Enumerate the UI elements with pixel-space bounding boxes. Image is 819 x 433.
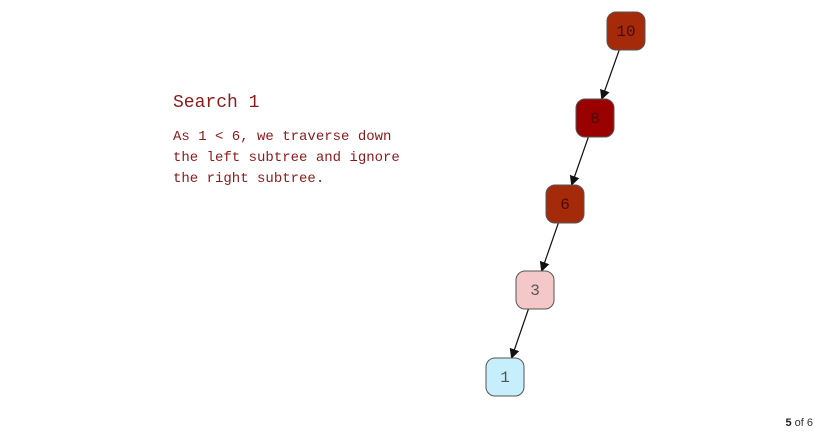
description-line: As 1 < 6, we traverse down (173, 129, 392, 145)
tree-node-8: 8 (575, 98, 615, 138)
tree-node-box (606, 11, 646, 51)
pager-total: 6 (806, 417, 813, 429)
description-line: the left subtree and ignore (173, 150, 400, 166)
tree-node-label: 1 (500, 369, 510, 387)
tree-edges (509, 49, 620, 359)
tree-node-box (485, 357, 525, 397)
step-description: As 1 < 6, we traverse down the left subt… (173, 127, 473, 190)
edge-3-to-1 (509, 308, 530, 359)
tree-node-1: 1 (485, 357, 525, 397)
edge-6-to-3 (539, 222, 559, 272)
tree-node-label: 10 (616, 23, 635, 41)
explanation-panel: Search 1 As 1 < 6, we traverse down the … (173, 92, 473, 190)
tree-node-10: 10 (606, 11, 646, 51)
tree-node-box (545, 184, 585, 224)
pager-separator: of (794, 417, 804, 429)
edge-8-to-6 (569, 136, 589, 186)
pager-current: 5 (785, 417, 792, 429)
slide-pager: 5 of 6 (785, 417, 813, 429)
tree-node-box (575, 98, 615, 138)
tree-node-label: 6 (560, 196, 570, 214)
step-heading: Search 1 (173, 93, 260, 113)
tree-node-label: 3 (530, 282, 540, 300)
tree-node-box (515, 270, 555, 310)
tree-nodes: 10 8 6 3 1 (485, 11, 646, 397)
tree-node-6: 6 (545, 184, 585, 224)
edge-10-to-8 (600, 49, 620, 100)
tree-node-3: 3 (515, 270, 555, 310)
tree-node-label: 8 (590, 110, 600, 128)
description-line: the right subtree. (173, 171, 325, 187)
